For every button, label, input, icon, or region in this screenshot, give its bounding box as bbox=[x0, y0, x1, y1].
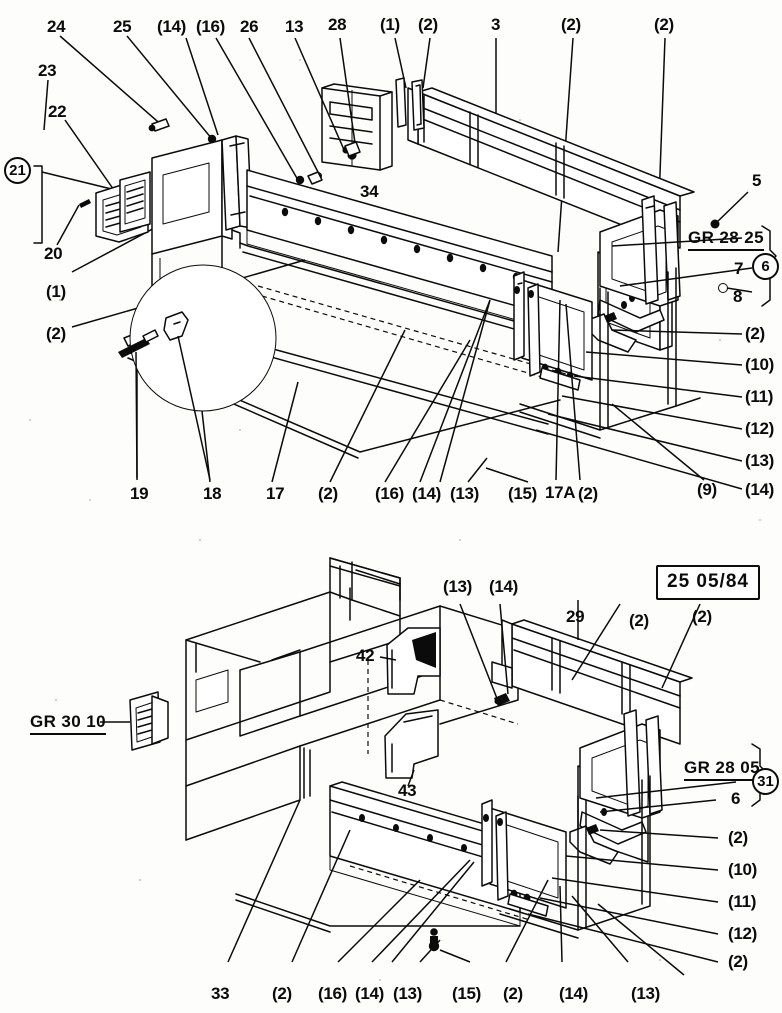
label-2-i: (2) bbox=[692, 607, 712, 626]
label-26: 26 bbox=[240, 17, 259, 36]
label-2-m: (2) bbox=[503, 984, 523, 1003]
label-34: 34 bbox=[360, 182, 379, 201]
label-10-b: (10) bbox=[728, 860, 758, 879]
rear-top-panel bbox=[395, 77, 695, 249]
label-1-b: (1) bbox=[46, 282, 66, 301]
label-13-b: (13) bbox=[745, 451, 775, 470]
label-2-a: (2) bbox=[418, 15, 438, 34]
label-14-a: (14) bbox=[157, 17, 187, 36]
label-33: 33 bbox=[211, 984, 230, 1003]
label-10-a: (10) bbox=[745, 355, 775, 374]
date-stamp-box: 25 05/84 bbox=[656, 565, 760, 600]
label-22: 22 bbox=[48, 102, 67, 121]
label-2-g: (2) bbox=[578, 484, 598, 503]
circled-marker-21: 21 bbox=[4, 157, 31, 184]
label-6: 6 bbox=[731, 789, 741, 808]
label-1-a: (1) bbox=[380, 15, 400, 34]
label-16-c: (16) bbox=[318, 984, 348, 1003]
label-11-a: (11) bbox=[745, 387, 774, 406]
rear-frame-left bbox=[321, 83, 393, 171]
group-code-gr-28-25: GR 28 25 bbox=[688, 228, 764, 251]
label-13-a: 13 bbox=[285, 17, 304, 36]
label-2-b: (2) bbox=[561, 15, 581, 34]
top-right-leader-lines bbox=[535, 329, 743, 490]
label-9: (9) bbox=[697, 480, 717, 499]
label-14-d: (14) bbox=[489, 577, 519, 596]
label-14-e: (14) bbox=[355, 984, 385, 1003]
label-2-f: (2) bbox=[318, 484, 338, 503]
label-13-f: (13) bbox=[393, 984, 423, 1003]
label-14-f: (14) bbox=[559, 984, 589, 1003]
paper-speckles bbox=[29, 59, 761, 981]
circled-marker-6: 6 bbox=[752, 253, 779, 280]
label-13-c: (13) bbox=[450, 484, 480, 503]
right-frame-legs-top bbox=[519, 267, 701, 439]
top-leader-lines bbox=[59, 35, 666, 253]
group-code-gr-30-10: GR 30 10 bbox=[30, 712, 106, 735]
label-3: 3 bbox=[491, 15, 501, 34]
label-18: 18 bbox=[203, 484, 222, 503]
label-12-b: (12) bbox=[728, 924, 758, 943]
label-11-b: (11) bbox=[728, 892, 757, 911]
label-15-b: (15) bbox=[452, 984, 482, 1003]
label-2-j: (2) bbox=[728, 828, 748, 847]
label-5: 5 bbox=[752, 171, 762, 190]
label-29: 29 bbox=[566, 607, 585, 626]
label-14-b: (14) bbox=[745, 480, 775, 499]
circled-marker-31: 31 bbox=[752, 768, 779, 795]
main-side-panel bbox=[246, 169, 553, 331]
label-16-b: (16) bbox=[375, 484, 405, 503]
label-25: 25 bbox=[113, 17, 132, 36]
bottom-bottom-leader-lines bbox=[227, 799, 629, 963]
label-2-e: (2) bbox=[745, 324, 765, 343]
label-2-d: (2) bbox=[46, 324, 66, 343]
label-20: 20 bbox=[44, 244, 63, 263]
label-2-k: (2) bbox=[728, 952, 748, 971]
label-2-c: (2) bbox=[654, 15, 674, 34]
label-43: 43 bbox=[398, 781, 417, 800]
top-fasteners bbox=[148, 118, 361, 185]
bottom-right-leader-lines bbox=[527, 829, 719, 976]
label-16-a: (16) bbox=[196, 17, 226, 36]
label-14-c: (14) bbox=[412, 484, 442, 503]
rear-panel-29 bbox=[459, 600, 701, 745]
label-19: 19 bbox=[130, 484, 149, 503]
label-17a: 17A bbox=[545, 483, 576, 502]
label-12-a: (12) bbox=[745, 419, 775, 438]
label-7: 7 bbox=[734, 259, 744, 278]
label-17: 17 bbox=[266, 484, 285, 503]
rear-corner-bracket-top bbox=[587, 191, 777, 353]
label-2-l: (2) bbox=[272, 984, 292, 1003]
label-28: 28 bbox=[328, 15, 347, 34]
label-42: 42 bbox=[356, 646, 375, 665]
part-vent-grille-bottom bbox=[100, 691, 169, 751]
right-side-panel-top bbox=[513, 271, 593, 391]
label-13-e: (13) bbox=[631, 984, 661, 1003]
detail-callout-circle bbox=[118, 264, 277, 481]
label-23: 23 bbox=[38, 61, 57, 80]
part-vent-grille-top bbox=[79, 171, 151, 243]
top-bottom-leader-lines bbox=[136, 299, 581, 483]
label-24: 24 bbox=[47, 17, 66, 36]
label-13-d: (13) bbox=[443, 577, 473, 596]
label-8: 8 bbox=[733, 287, 743, 306]
label-2-h: (2) bbox=[629, 611, 649, 630]
gusset-parts bbox=[367, 627, 441, 787]
group-code-gr-28-05: GR 28 05 bbox=[684, 758, 760, 781]
label-15-a: (15) bbox=[508, 484, 538, 503]
